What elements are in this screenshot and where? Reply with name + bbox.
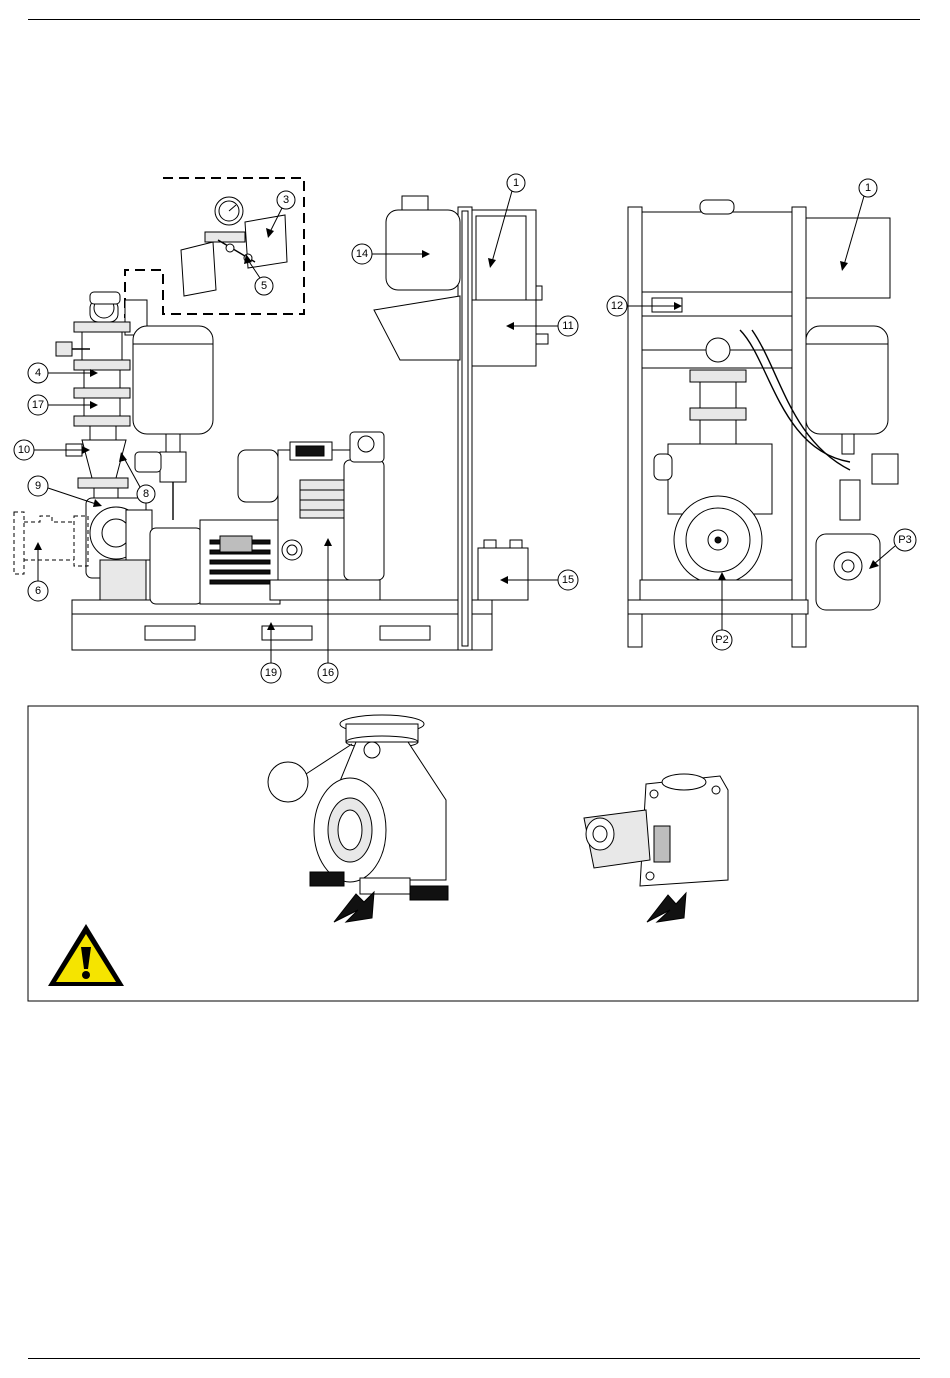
drain-arrow-right [647, 893, 686, 922]
front-base [628, 600, 808, 614]
warning-panel [28, 706, 918, 1001]
warning-triangle-icon [48, 924, 124, 986]
callout-label-19: 19 [265, 667, 277, 679]
callout-label-1-right: 1 [865, 182, 871, 194]
jockey-pump-motor [150, 528, 202, 604]
callout-label-10: 10 [18, 444, 30, 456]
warning-panel-border [28, 706, 918, 1001]
expansion-tank [133, 326, 213, 434]
engine-panel [472, 300, 536, 366]
footer-rule [28, 1358, 920, 1359]
callout-label-3: 3 [283, 194, 289, 206]
end-suction-pump-illustration [268, 715, 448, 922]
left-side-view [14, 178, 548, 650]
drain-arrow-left [334, 892, 374, 922]
callout-6: 6 [28, 542, 48, 601]
callout-label-11: 11 [562, 320, 573, 332]
control-panel-front [806, 218, 890, 298]
callout-label-12: 12 [611, 300, 623, 312]
pressure-switch-a [181, 242, 216, 296]
callout-label-17: 17 [32, 399, 44, 411]
callout-10: 10 [14, 440, 90, 460]
jockey-pump-illustration [584, 774, 728, 922]
callout-label-P3: P3 [898, 534, 911, 546]
callout-circle-blank [268, 762, 308, 802]
fuel-tray [374, 296, 460, 360]
callout-label-8: 8 [143, 488, 149, 500]
callout-label-1-left: 1 [513, 177, 519, 189]
base-frame [72, 614, 492, 650]
base-frame-top [72, 600, 492, 614]
fuel-tank [386, 210, 460, 290]
callout-label-9: 9 [35, 480, 41, 492]
frame-post-right [792, 207, 806, 647]
battery [478, 548, 528, 600]
gate-valve [84, 398, 120, 418]
callout-label-6: 6 [35, 585, 41, 597]
right-front-view [628, 200, 898, 647]
callout-label-15: 15 [562, 574, 574, 586]
callout-label-14: 14 [356, 248, 368, 260]
expansion-tank-front [806, 326, 888, 434]
fuel-tank-front [642, 212, 792, 292]
fuel-filter [238, 450, 278, 502]
callout-label-16: 16 [322, 667, 334, 679]
pipe-tee [82, 440, 126, 478]
callout-label-4: 4 [35, 367, 41, 379]
callout-label-5: 5 [261, 280, 267, 292]
callout-label-P2: P2 [715, 634, 728, 646]
